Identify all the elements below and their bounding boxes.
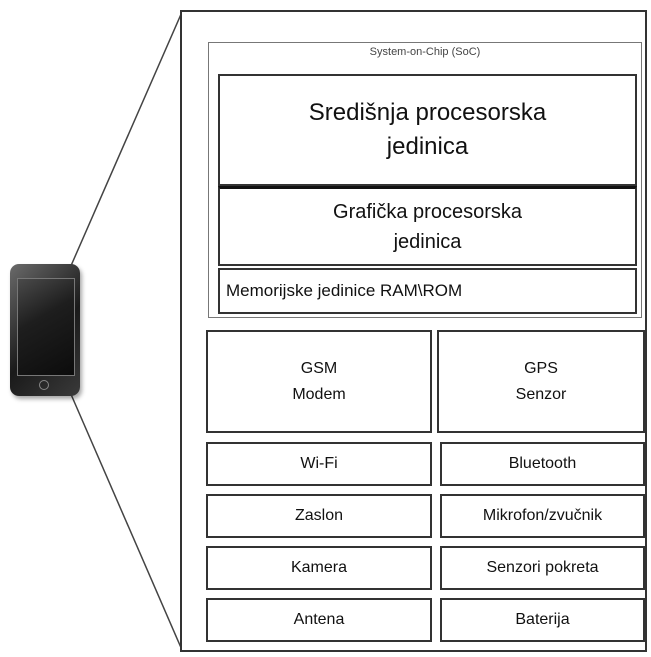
motion-sensors-block: Senzori pokreta <box>440 546 645 590</box>
cpu-label-line2: jedinica <box>386 133 469 160</box>
antenna-block: Antena <box>206 598 432 642</box>
microphone-speaker-label: Mikrofon/zvučnik <box>482 507 603 524</box>
bluetooth-label: Bluetooth <box>508 455 577 472</box>
memory-label: Memorijske jedinice RAM\ROM <box>226 281 463 300</box>
gps-label-line2: Senzor <box>515 385 567 403</box>
gpu-label-line2: jedinica <box>393 230 462 253</box>
display-block: Zaslon <box>206 494 432 538</box>
soc-container: System-on-Chip (SoC) <box>208 42 642 318</box>
wifi-label: Wi-Fi <box>300 455 338 472</box>
phone-home-button <box>39 380 49 390</box>
microphone-speaker-block: Mikrofon/zvučnik <box>440 494 645 538</box>
gps-label-line1: GPS <box>524 359 558 377</box>
gsm-modem-block: GSM Modem <box>206 330 432 433</box>
battery-block: Baterija <box>440 598 645 642</box>
camera-block: Kamera <box>206 546 432 590</box>
smartphone-illustration <box>10 264 80 396</box>
gsm-label-line1: GSM <box>300 359 338 377</box>
battery-label: Baterija <box>515 611 570 628</box>
cpu-label-line1: Središnja procesorska <box>308 99 547 126</box>
display-label: Zaslon <box>294 507 344 524</box>
gps-sensor-block: GPS Senzor <box>437 330 645 433</box>
motion-sensors-label: Senzori pokreta <box>486 559 599 576</box>
memory-block: Memorijske jedinice RAM\ROM <box>218 268 637 314</box>
soc-title: System-on-Chip (SoC) <box>369 46 481 58</box>
wifi-block: Wi-Fi <box>206 442 432 486</box>
gsm-label-line2: Modem <box>292 385 346 403</box>
bluetooth-block: Bluetooth <box>440 442 645 486</box>
camera-label: Kamera <box>290 559 348 576</box>
gpu-label-line1: Grafička procesorska <box>333 200 522 223</box>
upper-connector-line <box>69 11 183 269</box>
cpu-block: Središnja procesorska jedinica <box>218 74 637 186</box>
lower-connector-line <box>69 391 183 651</box>
phone-screen <box>17 278 75 376</box>
antenna-label: Antena <box>293 611 345 628</box>
gpu-block: Grafička procesorska jedinica <box>218 186 637 266</box>
